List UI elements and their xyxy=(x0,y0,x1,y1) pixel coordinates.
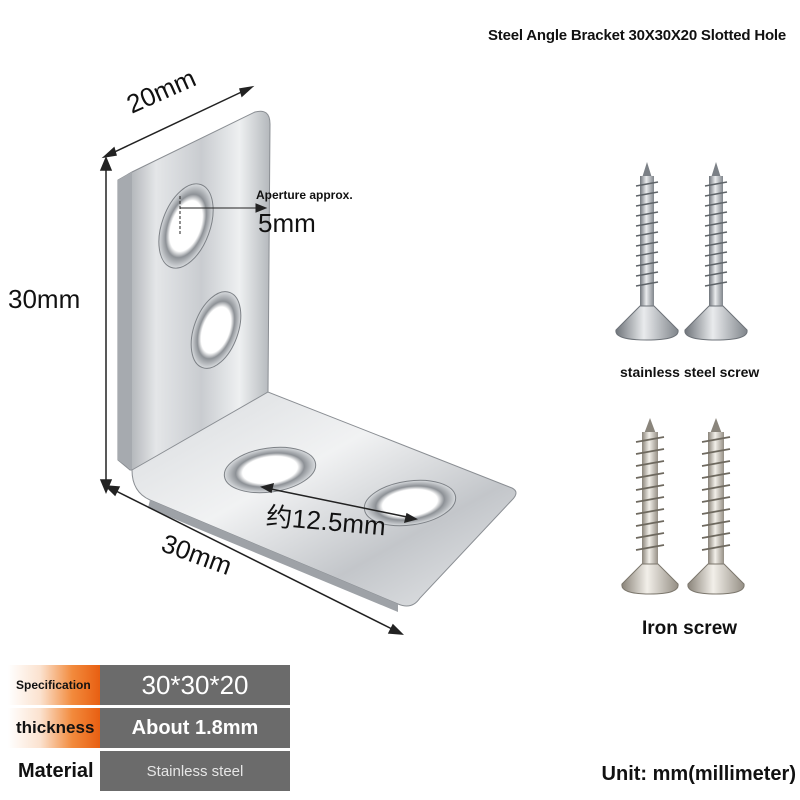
bracket-horizontal-plate xyxy=(131,391,517,612)
dimension-line-top xyxy=(101,85,255,159)
stainless-screw-2 xyxy=(684,162,748,341)
hole-middle xyxy=(190,291,242,369)
aperture-value: 5mm xyxy=(258,208,316,238)
iron-screw-1 xyxy=(621,418,679,595)
spec-value: Stainless steel xyxy=(100,751,290,791)
spec-label: Specification xyxy=(8,665,100,705)
spec-row-thickness: thickness About 1.8mm xyxy=(8,708,290,748)
stainless-screw-1 xyxy=(615,162,679,341)
iron-screw-2 xyxy=(687,418,745,595)
spec-label: thickness xyxy=(8,708,100,748)
aperture-pointer xyxy=(179,196,268,236)
dimension-line-left xyxy=(99,156,113,494)
dimension-label-left: 30mm xyxy=(8,284,81,314)
hole-upper xyxy=(158,183,214,269)
spec-row-specification: Specification 30*30*20 xyxy=(8,665,290,705)
iron-screw-caption: Iron screw xyxy=(642,618,738,639)
spec-value: About 1.8mm xyxy=(100,708,290,748)
unit-label: Unit: mm(millimeter) xyxy=(601,763,796,785)
dimension-line-bottom xyxy=(104,485,404,635)
aperture-label: Aperture approx. xyxy=(256,188,353,202)
hole-front-right xyxy=(363,479,457,527)
spec-row-material: Material Stainless steel xyxy=(8,751,290,791)
product-title: Steel Angle Bracket 30X30X20 Slotted Hol… xyxy=(488,27,787,44)
hole-front-left xyxy=(223,446,317,494)
spec-label: Material xyxy=(18,759,94,782)
spec-value: 30*30*20 xyxy=(100,665,290,705)
hole-spacing-line xyxy=(260,482,418,524)
stainless-screw-caption: stainless steel screw xyxy=(620,364,760,380)
bracket-vertical-plate xyxy=(117,110,271,471)
spec-table: Specification 30*30*20 thickness About 1… xyxy=(8,665,290,794)
